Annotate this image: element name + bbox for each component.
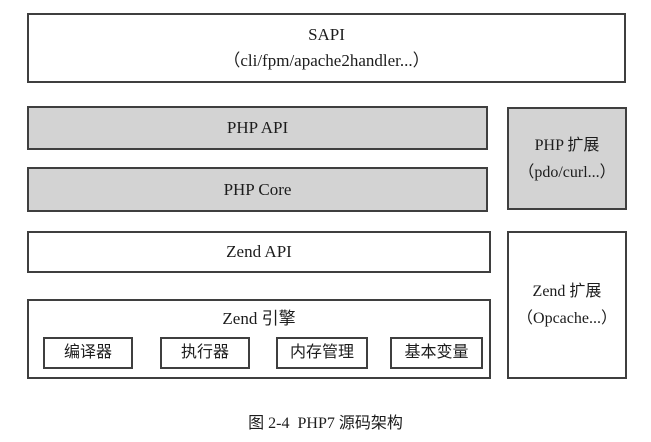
component-label: 执行器 [180, 344, 229, 361]
zend-extension-title: Zend 扩展 [532, 283, 602, 300]
php-extension-box: PHP 扩展 （pdo/curl...） [507, 107, 627, 210]
zend-engine-title: Zend 引擎 [222, 309, 296, 328]
sapi-subtitle: （cli/fpm/apache2handler...） [223, 51, 430, 70]
zend-engine-component-memory-management: 内存管理 [276, 337, 368, 369]
php-api-label: PHP API [226, 118, 289, 137]
component-label: 内存管理 [289, 344, 354, 361]
php-core-label: PHP Core [223, 179, 292, 199]
sapi-title: SAPI [308, 25, 345, 44]
figure-caption: 图 2-4 PHP7 源码架构 [248, 415, 403, 432]
zend-extension-box: Zend 扩展 （Opcache...） [507, 231, 627, 379]
zend-extension-subtitle: （Opcache...） [517, 310, 617, 327]
php-extension-title: PHP 扩展 [534, 136, 600, 154]
zend-api-box: Zend API [27, 231, 491, 273]
component-label: 编译器 [63, 344, 112, 361]
component-label: 基本变量 [404, 344, 469, 361]
zend-engine-component-basic-variables: 基本变量 [390, 337, 483, 369]
php-api-box: PHP API [27, 106, 488, 150]
zend-api-label: Zend API [226, 242, 292, 261]
zend-engine-box: Zend 引擎 编译器 执行器 内存管理 基本变量 [27, 299, 491, 379]
php-extension-subtitle: （pdo/curl...） [518, 163, 616, 181]
php-core-box: PHP Core [27, 167, 488, 212]
zend-engine-component-compiler: 编译器 [43, 337, 133, 369]
sapi-box: SAPI （cli/fpm/apache2handler...） [27, 13, 626, 83]
zend-engine-component-executor: 执行器 [160, 337, 250, 369]
